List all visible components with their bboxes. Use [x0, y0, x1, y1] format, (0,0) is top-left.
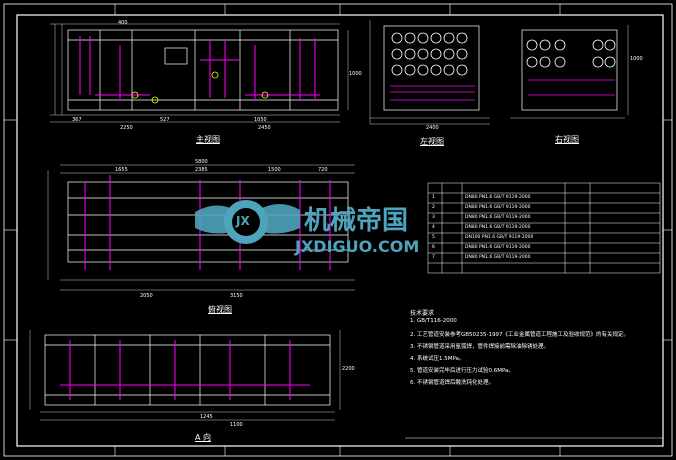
dim-top-b1: 2050: [140, 293, 153, 299]
notes-line-3: 3. 不锈钢管道采用氩弧焊，管件焊接前需除油除锈处理。: [410, 344, 549, 350]
dim-front-b3: 1050: [254, 117, 267, 123]
dim-a-3: 2200: [342, 366, 355, 372]
front-view-valves: [131, 71, 269, 104]
watermark-logo: [195, 200, 300, 244]
table-row-2-no: 2: [432, 205, 435, 210]
front-view-piping: [79, 36, 320, 100]
dim-right-height: 1000: [630, 56, 643, 62]
notes-line-4: 4. 系统试压1.5MPa。: [410, 356, 465, 362]
left-view-title: 左视图: [420, 137, 444, 146]
right-view: [510, 25, 629, 119]
dim-top-b2: 3150: [230, 293, 243, 299]
dim-front-b1: 367: [72, 117, 82, 123]
dim-top-3: 1500: [268, 167, 281, 173]
table-row-6-spec: DN80 PN1.6 GB/T 9119-2000: [465, 245, 531, 250]
table-row-4-no: 4: [432, 225, 435, 230]
notes-line-1: 1. GB/T116-2000: [410, 318, 457, 324]
dim-a-2: 1100: [230, 422, 243, 428]
top-view-title: 俯视图: [208, 305, 232, 314]
a-view-piping: [60, 340, 310, 400]
watermark-logo-text: JX: [236, 214, 250, 228]
dim-left-width: 2400: [426, 125, 439, 131]
left-view-vessels: [390, 32, 475, 101]
notes-heading: 技术要求: [410, 310, 435, 317]
dim-front-b4: 2250: [120, 125, 133, 131]
border-ticks: [4, 4, 672, 456]
right-view-title: 右视图: [555, 135, 579, 144]
front-view: [50, 23, 349, 123]
table-row-7-spec: DN80 PN1.6 GB/T 9119-2000: [465, 255, 531, 260]
a-view: [29, 330, 341, 421]
table-row-2-spec: DN80 PN1.6 GB/T 9119-2000: [465, 205, 531, 210]
dim-top-4: 720: [318, 167, 328, 173]
table-row-5-spec: DN100 PN1.6 GB/T 9119-2000: [465, 235, 534, 240]
table-row-6-no: 6: [432, 245, 435, 250]
table-row-1-spec: DN80 PN1.6 GB/T 9119-2000: [465, 195, 531, 200]
table-row-5-no: 5: [432, 235, 435, 240]
table-row-4-spec: DN80 PN1.6 GB/T 9119-2000: [465, 225, 531, 230]
notes-line-2: 2. 工艺管道安装参考GB50235-1997《工业金属管道工程施工及验收规范》…: [410, 332, 630, 338]
table-row-3-spec: DN80 PN1.6 GB/T 9119-2000: [465, 215, 531, 220]
table-row-1-no: 1: [432, 195, 435, 200]
watermark-cn: 机械帝国: [304, 206, 409, 236]
parts-table: [427, 182, 661, 274]
table-row-7-no: 7: [432, 255, 435, 260]
watermark-en: JXDIGUO.COM: [295, 237, 420, 256]
front-view-title: 主视图: [196, 135, 220, 144]
dim-top-total: 5800: [195, 159, 208, 165]
dim-left-height: 1000: [349, 71, 362, 77]
dim-top-1: 1655: [115, 167, 128, 173]
dim-top-2: 2385: [195, 167, 208, 173]
dim-front-b2: 527: [160, 117, 170, 123]
table-row-3-no: 3: [432, 215, 435, 220]
right-view-vessels: [526, 39, 616, 96]
a-view-title: A 向: [195, 433, 212, 442]
notes-line-6: 6. 不锈钢管道焊后酸洗钝化处理。: [410, 380, 494, 386]
left-view: [369, 20, 490, 125]
dim-a-1: 1245: [200, 414, 213, 420]
dim-front-b5: 2450: [258, 125, 271, 131]
dim-front-top: 400: [118, 20, 128, 26]
notes-line-5: 5. 管道安装完毕后进行压力试验0.6MPa。: [410, 368, 514, 374]
